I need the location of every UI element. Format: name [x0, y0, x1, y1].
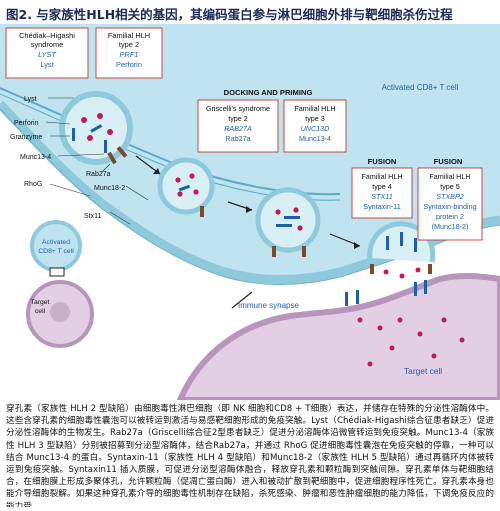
box-fhl2-line1: Familial HLH [108, 31, 150, 40]
box-fhl3-gene: UNC13D [301, 124, 330, 133]
label-munc13: Munc13-4 [20, 154, 51, 161]
inset-target-l1: Target [31, 299, 50, 306]
box-fhl4-line1: Familial HLH [361, 172, 402, 181]
label-immune-synapse: Immune synapse [238, 301, 299, 310]
box-griscelli-line2: type 2 [228, 114, 248, 123]
label-rab27a: Rab27a [86, 171, 111, 178]
box-fhl3: Familial HLH type 3 UNC13D Munc13-4 [283, 99, 347, 153]
inset-target-l2: cell [35, 308, 46, 315]
box-fhl4-protein: Syntaxin-11 [363, 202, 400, 211]
label-activated-cell: Activated CD8+ T cell [382, 83, 459, 92]
label-munc18: Munc18-2 [94, 185, 125, 192]
box-griscelli-line1: Griscelli's syndrome [206, 104, 270, 113]
label-lyst: Lyst [24, 96, 37, 103]
label-granzyme: Granzyme [10, 134, 42, 141]
secretory-lysosome-fusing [367, 221, 436, 263]
inset-activated-l2: CD8+ T cell [38, 248, 74, 255]
box-chediak-line2: syndrome [31, 40, 63, 49]
box-fhl2-protein: Perforin [116, 60, 142, 69]
granules-synapse [383, 267, 421, 279]
box-fhl2: Familial HLH type 2 PRF1 Perforin [95, 27, 163, 79]
arrow-heads [153, 168, 360, 249]
rab27a-markers [107, 146, 432, 274]
caption-text: 穿孔素（家族性 HLH 2 型缺陷）由细胞毒性淋巴细胞（即 NK 细胞和CD8 … [6, 404, 494, 507]
box-fhl5-protein-2: protein 2 [436, 212, 464, 221]
box-fhl5: Familial HLH type 5 STXBP2 Syntaxin-bind… [417, 167, 483, 241]
granzyme-in-target [357, 317, 465, 367]
label-fusion-1: FUSION [368, 157, 397, 166]
box-fhl5-gene: STXBP2 [436, 192, 464, 201]
inset-cells: Activated CD8+ T cell Target cell [26, 220, 94, 348]
box-fhl2-line2: type 2 [119, 40, 139, 49]
label-fusion-2: FUSION [434, 157, 463, 166]
box-fhl2-gene: PRF1 [120, 50, 139, 59]
box-chediak-line1: Chédiak–Higashi [19, 31, 75, 40]
box-fhl4: Familial HLH type 4 STX11 Syntaxin-11 [351, 167, 413, 219]
label-pointers [45, 97, 149, 225]
label-perforin: Perforin [14, 120, 39, 127]
box-griscelli-gene: RAB27A [224, 124, 252, 133]
box-chediak-gene: LYST [38, 50, 56, 59]
inset-activated-l1: Activated [42, 239, 70, 246]
secretory-lysosome-3 [255, 187, 321, 253]
box-fhl3-line2: type 3 [305, 114, 325, 123]
figure-caption: 穿孔素（家族性 HLH 2 型缺陷）由细胞毒性淋巴细胞（即 NK 细胞和CD8 … [6, 403, 494, 507]
mechanism-diagram: Chédiak–Higashi syndrome LYST Lyst Famil… [0, 24, 500, 400]
box-chediak-protein: Lyst [40, 60, 53, 69]
target-cell-body [176, 273, 500, 400]
label-rhog: RhoG [24, 181, 42, 188]
perforin-pores [345, 280, 427, 306]
figure-title: 图2. 与家族性HLH相关的基因，其编码蛋白参与淋巴细胞外排与靶细胞杀伤过程 [6, 7, 453, 22]
label-docking: DOCKING AND PRIMING [224, 88, 313, 97]
box-fhl3-protein: Munc13-4 [299, 134, 331, 143]
box-fhl4-line2: type 4 [372, 182, 392, 191]
secretory-lysosome-1 [59, 91, 133, 165]
label-target-cell: Target cell [404, 366, 442, 376]
box-fhl5-line2: type 5 [440, 182, 460, 191]
secretory-lysosome-2 [157, 157, 215, 215]
box-fhl5-protein-3: (Munc18-2) [432, 222, 469, 231]
box-fhl5-line1: Familial HLH [429, 172, 470, 181]
box-fhl3-line1: Familial HLH [294, 104, 335, 113]
box-griscelli: Griscelli's syndrome type 2 RAB27A Rab27… [197, 99, 279, 153]
box-fhl4-gene: STX11 [371, 192, 392, 201]
label-stx11: Stx11 [84, 213, 101, 220]
box-fhl5-protein-1: Syntaxin-binding [423, 202, 476, 211]
box-griscelli-protein: Rab27a [225, 134, 250, 143]
box-chediak: Chédiak–Higashi syndrome LYST Lyst [5, 27, 89, 79]
